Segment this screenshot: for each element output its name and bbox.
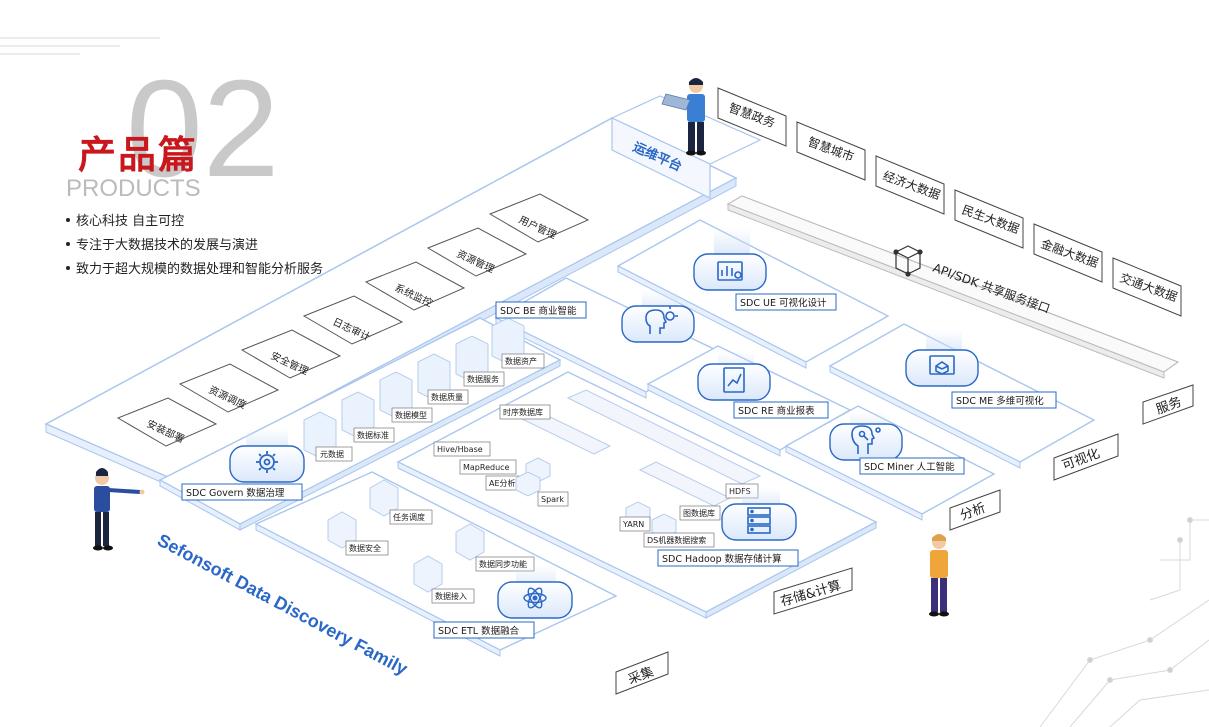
storage-item-3: MapReduce: [463, 463, 510, 472]
storage-item-9: DS机器数据搜索: [647, 535, 706, 545]
service-box-2: 智慧城市: [796, 121, 866, 181]
storage-item-8: YARN: [622, 520, 644, 529]
bottom-right-circuit-deco: [1039, 517, 1209, 727]
top-left-deco: [0, 37, 160, 55]
gov-item-1: 元数据: [320, 449, 344, 459]
section-subtitle: PRODUCTS: [66, 175, 201, 202]
service-box-1: 智慧政务: [717, 87, 787, 147]
storage-item-2: Hive/Hbase: [437, 445, 483, 454]
section-title: 产品篇: [78, 133, 198, 177]
service-box-6: 交通大数据: [1112, 257, 1182, 317]
collection-item-3: 数据同步功能: [479, 559, 527, 569]
storage-item-6: HDFS: [729, 487, 751, 496]
bullet-2: 专注于大数据技术的发展与演进: [76, 237, 258, 253]
person-phone-illustration: [929, 534, 949, 617]
governance-items: 元数据 数据标准 数据模型 数据质量 数据服务 数据资产: [303, 317, 545, 462]
dashboard-icon: [717, 261, 743, 281]
analysis-tag-box: [949, 489, 1001, 531]
product-re-label: SDC RE 商业报表: [738, 405, 815, 417]
product-re[interactable]: SDC RE 商业报表: [697, 352, 829, 419]
product-be-label: SDC BE 商业智能: [500, 305, 577, 317]
person-pointing-illustration: [93, 468, 145, 551]
product-be[interactable]: SDC BE 商业智能: [495, 290, 695, 343]
gov-item-3: 数据模型: [395, 410, 427, 420]
ops-module-2: 资源管理: [426, 227, 528, 277]
storage-tag-box: [773, 567, 853, 615]
atom-icon: [523, 587, 547, 609]
collection-tag-box: [615, 651, 669, 695]
gov-item-2: 数据标准: [357, 430, 389, 440]
storage-items: 时序数据库 Hive/Hbase MapReduce AE分析引擎 Spark …: [433, 404, 759, 548]
bullet-1: 核心科技 自主可控: [76, 214, 184, 229]
storage-item-1: 时序数据库: [503, 407, 543, 417]
collection-item-2: 数据安全: [349, 543, 381, 553]
gov-item-6: 数据资产: [505, 356, 537, 366]
product-miner[interactable]: SDC Miner 人工智能: [829, 412, 965, 475]
report-chart-icon: [723, 367, 745, 393]
collection-item-4: 数据接入: [435, 591, 467, 601]
service-box-4: 民生大数据: [954, 189, 1024, 249]
product-govern[interactable]: SDC Govern 数据治理: [181, 428, 305, 501]
product-etl-label: SDC ETL 数据融合: [438, 625, 520, 637]
product-govern-label: SDC Govern 数据治理: [186, 487, 285, 499]
services-tag-box: [1142, 384, 1194, 425]
ops-module-1: 用户管理: [488, 193, 590, 243]
ai-head-icon: [851, 425, 881, 454]
gov-item-5: 数据服务: [467, 374, 499, 384]
ops-module-3: 系统监控: [364, 261, 466, 311]
cube-monitor-icon: [929, 355, 955, 375]
storage-item-7: 图数据库: [683, 508, 715, 518]
gear-icon: [256, 451, 278, 473]
brain-bulb-icon: [645, 306, 678, 334]
gov-item-4: 数据质量: [431, 392, 463, 402]
product-me[interactable]: SDC ME 多维可视化: [905, 330, 1057, 409]
storage-item-5: Spark: [541, 495, 564, 504]
bullet-3: 致力于超大规模的数据处理和智能分析服务: [76, 261, 323, 277]
product-ue-label: SDC UE 可视化设计: [740, 297, 827, 309]
product-me-label: SDC ME 多维可视化: [956, 395, 1044, 407]
viz-tag-box: [1053, 433, 1119, 481]
product-hadoop[interactable]: SDC Hadoop 数据存储计算: [657, 488, 799, 567]
product-etl[interactable]: SDC ETL 数据融合: [433, 566, 573, 639]
service-box-3: 经济大数据: [875, 155, 945, 215]
section-number: 02: [126, 52, 280, 206]
cube-network-icon: [893, 245, 923, 277]
collection-item-1: 任务调度: [393, 512, 425, 522]
product-ue[interactable]: SDC UE 可视化设计: [693, 228, 837, 311]
storage-item-4: AE分析引擎: [489, 478, 532, 488]
header-bullets: 核心科技 自主可控 专注于大数据技术的发展与演进 致力于超大规模的数据处理和智能…: [66, 214, 323, 277]
server-stack-icon: [747, 507, 771, 534]
ops-module-7: 安装部署: [116, 397, 218, 447]
product-miner-label: SDC Miner 人工智能: [864, 461, 955, 473]
service-box-5: 金融大数据: [1033, 223, 1103, 283]
person-laptop-illustration: [661, 78, 706, 156]
product-hadoop-label: SDC Hadoop 数据存储计算: [662, 553, 782, 565]
